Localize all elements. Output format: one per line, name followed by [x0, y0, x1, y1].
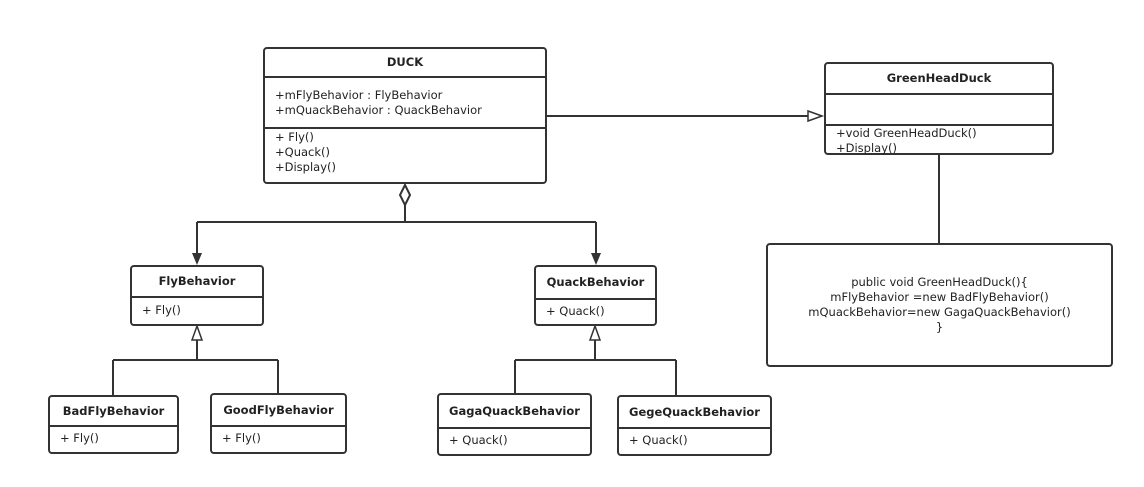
- class-name: GegeQuackBehavior: [629, 404, 760, 419]
- method: + Fly(): [60, 431, 99, 445]
- class-duck[interactable]: DUCK +mFlyBehavior : FlyBehavior +mQuack…: [263, 47, 547, 184]
- note-line: public void GreenHeadDuck(){: [851, 275, 1028, 289]
- class-name: QuackBehavior: [546, 275, 645, 289]
- methods: + Quack(): [536, 300, 655, 321]
- attributes: +mFlyBehavior : FlyBehavior +mQuackBehav…: [265, 78, 545, 127]
- note-line: }: [935, 320, 944, 334]
- class-header: GoodFlyBehavior: [212, 395, 345, 427]
- class-quack-behavior[interactable]: QuackBehavior + Quack(): [534, 265, 657, 326]
- class-gege-quack-behavior[interactable]: GegeQuackBehavior + Quack(): [617, 395, 772, 456]
- note-line: mQuackBehavior=new GagaQuackBehavior(): [808, 305, 1071, 319]
- class-header: BadFlyBehavior: [50, 397, 177, 427]
- methods: + Fly(): [132, 298, 262, 320]
- class-fly-behavior[interactable]: FlyBehavior + Fly(): [130, 265, 264, 326]
- method: + Quack(): [546, 304, 605, 318]
- class-name: DUCK: [386, 55, 424, 69]
- method: +Display(): [836, 141, 897, 155]
- class-header: FlyBehavior: [132, 267, 262, 298]
- class-header: QuackBehavior: [536, 267, 655, 300]
- attribute: +mFlyBehavior : FlyBehavior: [275, 88, 443, 102]
- class-header: DUCK: [265, 49, 545, 78]
- class-good-fly-behavior[interactable]: GoodFlyBehavior + Fly(): [210, 393, 347, 454]
- arrowhead-icon: [192, 253, 202, 265]
- methods: +void GreenHeadDuck() +Display(): [826, 124, 1052, 158]
- method: + Fly(): [222, 431, 261, 445]
- class-header: GegeQuackBehavior: [619, 397, 770, 429]
- method: +Display(): [275, 160, 336, 174]
- note-line: mFlyBehavior =new BadFlyBehavior(): [830, 290, 1049, 304]
- generalization-arrow-icon: [190, 323, 204, 341]
- attributes: [826, 95, 1052, 124]
- class-name: BadFlyBehavior: [62, 403, 165, 418]
- class-gaga-quack-behavior[interactable]: GagaQuackBehavior + Quack(): [437, 393, 592, 456]
- class-header: GreenHeadDuck: [826, 64, 1052, 95]
- class-bad-fly-behavior[interactable]: BadFlyBehavior + Fly(): [48, 395, 179, 454]
- class-header: GagaQuackBehavior: [439, 395, 590, 429]
- methods: + Fly(): [212, 427, 345, 448]
- class-green-head-duck[interactable]: GreenHeadDuck +void GreenHeadDuck() +Dis…: [824, 62, 1054, 155]
- aggregation-line: [196, 204, 597, 255]
- method: +Quack(): [275, 145, 330, 159]
- class-name: GagaQuackBehavior: [449, 403, 580, 418]
- arrowhead-icon: [591, 253, 601, 265]
- aggregation-diamond-icon: [398, 182, 412, 208]
- methods: + Quack(): [439, 429, 590, 450]
- methods: + Fly(): [50, 427, 177, 448]
- method: + Fly(): [275, 130, 314, 144]
- class-name: GoodFlyBehavior: [223, 402, 334, 417]
- class-name: FlyBehavior: [158, 274, 236, 288]
- constructor-note: public void GreenHeadDuck(){ mFlyBehavio…: [766, 243, 1113, 367]
- generalization-arrow-icon: [588, 323, 602, 341]
- method: +void GreenHeadDuck(): [836, 126, 977, 140]
- class-name: GreenHeadDuck: [886, 71, 992, 85]
- method: + Fly(): [142, 303, 181, 317]
- quack-inheritance-line: [514, 340, 677, 395]
- fly-inheritance-line: [112, 340, 279, 395]
- generalization-arrow-icon: [807, 109, 825, 123]
- attribute: +mQuackBehavior : QuackBehavior: [275, 103, 482, 117]
- method: + Quack(): [449, 433, 508, 447]
- methods: + Quack(): [619, 429, 770, 450]
- methods: + Fly() +Quack() +Display(): [265, 127, 545, 177]
- method: + Quack(): [629, 433, 688, 447]
